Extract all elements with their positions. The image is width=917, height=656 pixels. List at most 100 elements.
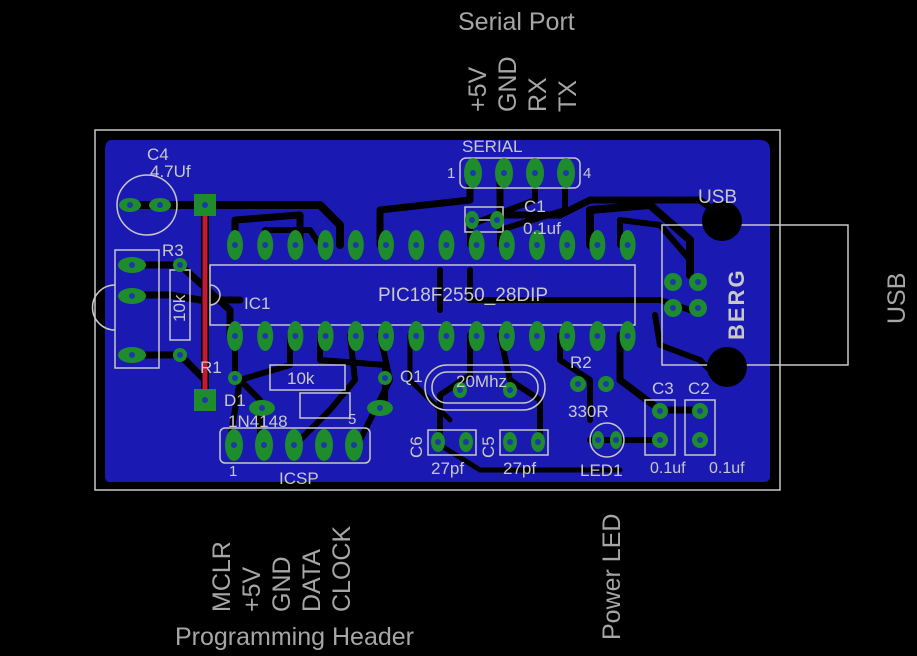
d1-pad-drill <box>259 405 265 411</box>
r2-label: R2 <box>570 353 592 372</box>
icsp-pin1-marker: 1 <box>229 463 238 480</box>
serial-pin-label-rx: RX <box>524 77 552 112</box>
ic-pin-bottom-drill <box>352 333 359 339</box>
ic-pin-top-drill <box>232 242 238 248</box>
icsp-pin-label-gnd: GND <box>268 556 296 612</box>
ic-pin-bottom-drill <box>443 333 450 339</box>
component-pads <box>118 158 708 461</box>
ic-pin-bottom-drill <box>292 333 299 339</box>
c5-pad-drill <box>535 439 541 445</box>
ic-pin-bottom-drill <box>413 333 420 339</box>
c4-value: 4.7Uf <box>150 162 191 181</box>
serial-header-pin-drill <box>563 170 569 176</box>
c5-value: 27pf <box>503 459 537 478</box>
ic-pin-bottom-drill <box>624 333 631 339</box>
ic-pin-top-drill <box>352 242 359 248</box>
c6-pad-drill <box>463 439 469 445</box>
r3-lead-drill <box>177 352 183 358</box>
ic-pin-bottom-drill <box>232 333 238 339</box>
r3-pad-drill <box>129 352 135 358</box>
c2-label: C2 <box>688 379 710 398</box>
q1-label: Q1 <box>400 367 423 386</box>
c2-pad-drill <box>697 408 703 414</box>
icsp-pin-label-clock: CLOCK <box>328 525 356 612</box>
crystal-pad-drill <box>507 387 513 393</box>
c1-value: 0.1uf <box>523 219 561 238</box>
ic-pin-bottom-drill <box>473 333 480 339</box>
ic-pin-top-drill <box>624 242 631 248</box>
icsp-header-pin-drill <box>261 442 267 448</box>
serial-header-pin-drill <box>470 170 476 176</box>
c1-label: C1 <box>524 197 546 216</box>
c5-label: C5 <box>479 436 498 458</box>
usb-pad-drill <box>670 305 676 311</box>
ic-pin-top-drill <box>564 242 571 248</box>
icsp-header-label: ICSP <box>279 469 319 488</box>
jumper-pad-bottom-drill <box>202 397 208 403</box>
ic-pin-top-drill <box>292 242 299 248</box>
icsp-pin-label-5v: +5V <box>238 566 266 612</box>
r3-label: R3 <box>162 241 184 260</box>
ic-pin-bottom-drill <box>383 333 389 339</box>
serial-pin-label-tx: TX <box>554 80 582 112</box>
ic-pin-top-drill <box>594 242 601 248</box>
ic-pin-top-drill <box>322 242 329 248</box>
ic-pin-top-drill <box>503 242 510 248</box>
icsp-header-pin-drill <box>231 442 237 448</box>
usb-pad-drill <box>670 279 676 285</box>
ic-pin-top-drill <box>262 242 269 248</box>
r1-pad-drill <box>382 375 388 381</box>
icsp-pin5-marker: 5 <box>348 411 357 428</box>
c2-value: 0.1uf <box>709 460 745 477</box>
serial-port-title: Serial Port <box>458 8 575 36</box>
icsp-header-pin-drill <box>351 442 357 448</box>
c3-pad-drill <box>657 437 663 443</box>
c2-pad-drill <box>697 437 703 443</box>
ic-pin-top-drill <box>534 242 540 248</box>
c1-pad-drill <box>494 217 500 223</box>
r1-label: R1 <box>200 358 222 377</box>
q1-value: 20Mhz <box>456 372 508 391</box>
led1-label: LED1 <box>580 461 623 480</box>
usb-pad-drill <box>695 279 701 285</box>
c4-pad-drill <box>157 202 163 208</box>
ic-pin-bottom-drill <box>534 333 540 339</box>
usb-mount-hole-top <box>702 201 742 241</box>
serial-pin4-marker: 4 <box>583 165 592 182</box>
c6-value: 27pf <box>431 459 465 478</box>
serial-pin1-marker: 1 <box>447 165 456 182</box>
r2-pad-drill <box>603 381 609 387</box>
ic-pin-top-drill <box>443 242 450 248</box>
usb-side-label: USB <box>883 272 911 324</box>
serial-pin-label-gnd: GND <box>494 56 522 112</box>
power-led-label: Power LED <box>598 513 626 640</box>
r2-value: 330R <box>568 402 609 421</box>
ic-part-name: PIC18F2550_28DIP <box>378 285 549 306</box>
led1-pad-drill <box>613 437 619 443</box>
c6-label: C6 <box>407 436 426 458</box>
ic-pin-bottom-drill <box>594 333 601 339</box>
berg-logo: BERG <box>724 268 749 340</box>
c3-value: 0.1uf <box>650 460 686 477</box>
r1-value: 10k <box>287 369 315 388</box>
d1-label: D1 <box>224 391 246 410</box>
board-outline <box>94 129 781 491</box>
c6-pad-drill <box>435 439 441 445</box>
ic-pin-bottom-drill <box>322 333 329 339</box>
ic-pin-top-drill <box>383 242 389 248</box>
c4-label: C4 <box>147 145 169 164</box>
crystal-pad-drill <box>457 387 463 393</box>
serial-header-label: SERIAL <box>462 137 523 156</box>
ic-pin-bottom-drill <box>564 333 571 339</box>
serial-header-pin-drill <box>532 170 538 176</box>
d1-value: 1N4148 <box>228 412 288 431</box>
ic1-label: IC1 <box>244 294 271 313</box>
usb-top-label: USB <box>698 187 738 208</box>
icsp-header-pin-drill <box>291 442 297 448</box>
programming-header-title: Programming Header <box>175 623 414 651</box>
r3-lead-drill <box>177 262 183 268</box>
led1-pad-drill <box>595 437 601 443</box>
ic-pin-bottom-drill <box>503 333 510 339</box>
icsp-header-pin-drill <box>321 442 327 448</box>
r2-pad-drill <box>575 381 581 387</box>
